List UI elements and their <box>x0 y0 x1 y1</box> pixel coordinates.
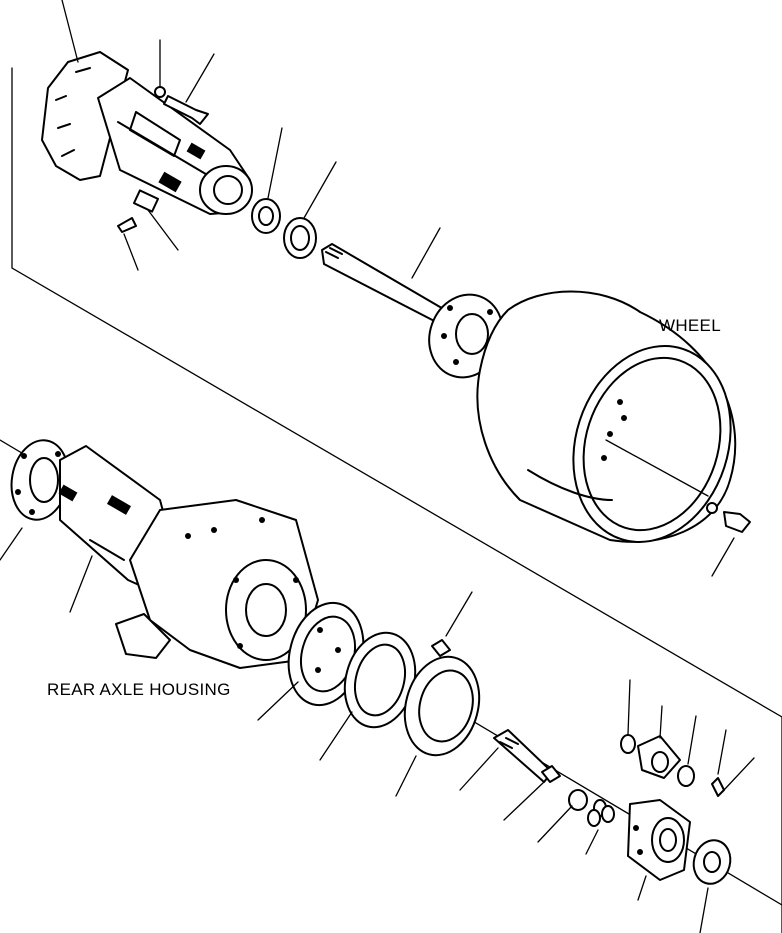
nut-left <box>620 679 636 754</box>
leader-line <box>0 527 23 561</box>
wheel-bolt <box>706 502 751 577</box>
rear-axle-housing <box>10 439 319 669</box>
side-gears <box>585 799 615 855</box>
pinion-shaft <box>459 729 553 791</box>
plate-and-screw <box>117 189 179 271</box>
bearing-cup <box>319 631 417 761</box>
seal-ring-2 <box>283 161 337 259</box>
spacer-washer <box>537 789 588 843</box>
differential-case <box>627 799 691 901</box>
cotter-pin <box>711 729 755 797</box>
wheel-rim <box>476 290 737 543</box>
tapered-bearing <box>395 655 481 797</box>
bolt-washer <box>154 39 215 125</box>
rear-axle-housing-label: REAR AXLE HOUSING <box>47 680 231 699</box>
callout-frame <box>11 67 782 933</box>
axle-housing-tube <box>41 51 253 215</box>
wheel-label: WHEEL <box>659 316 721 335</box>
spider-gear <box>637 705 681 779</box>
thrust-washer <box>692 839 732 933</box>
pin <box>431 591 473 657</box>
seal-ring-1 <box>251 127 283 234</box>
small-bolt <box>503 765 561 821</box>
leader-line <box>61 0 79 63</box>
leader-line <box>69 555 93 613</box>
washer-right <box>677 715 697 787</box>
